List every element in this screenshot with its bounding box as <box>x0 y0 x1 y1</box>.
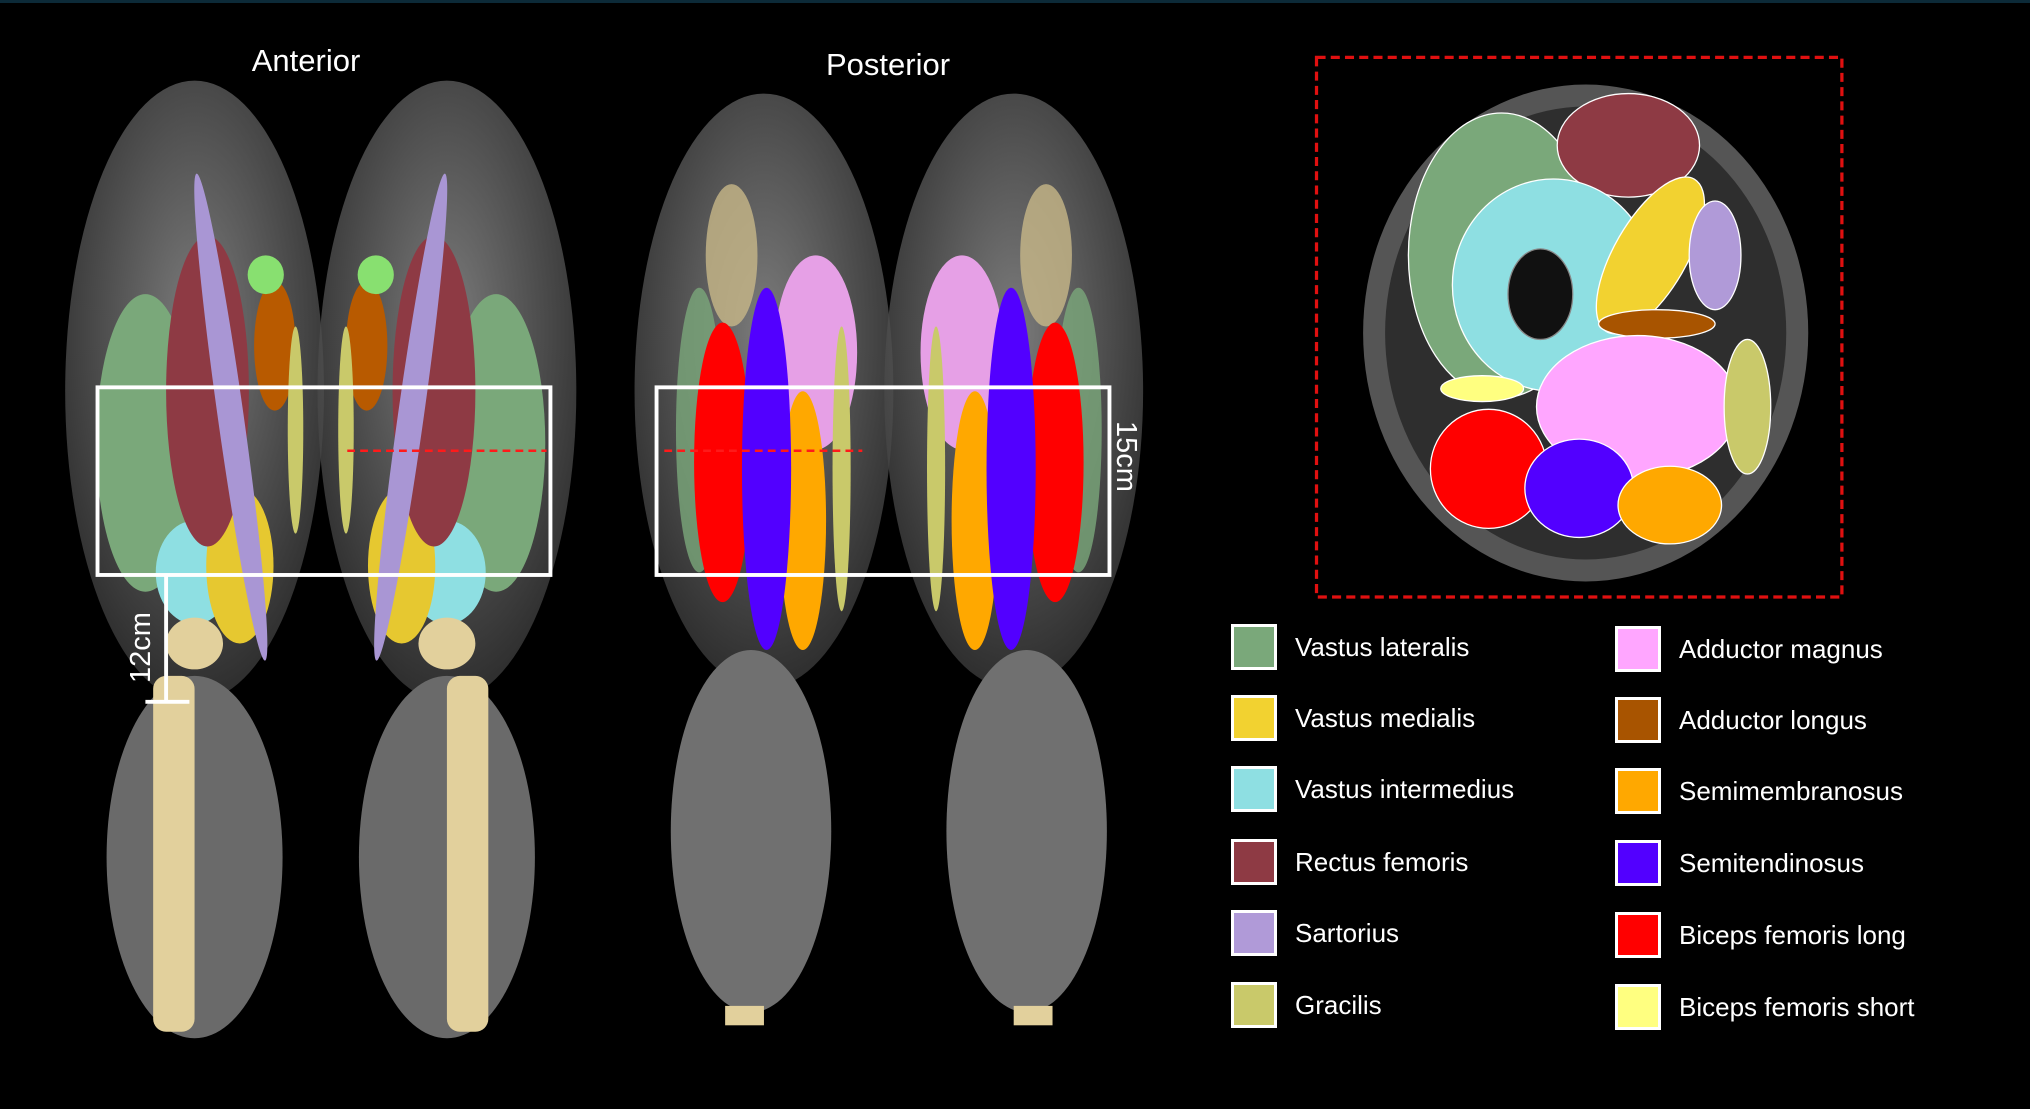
legend-swatch <box>1231 910 1277 956</box>
gracilis <box>1723 338 1772 475</box>
legend-item: Vastus medialis <box>1231 694 1475 742</box>
legend-swatch <box>1615 840 1661 886</box>
mri-cross-section <box>1363 84 1809 582</box>
legend-label: Vastus intermedius <box>1295 773 1515 804</box>
legend-item: Biceps femoris short <box>1615 983 1915 1031</box>
semimembranosus <box>1617 465 1723 545</box>
mri-slice-box <box>1314 55 1844 599</box>
roi-height-label: 15cm <box>1110 421 1142 492</box>
rectus-femoris <box>1556 92 1701 198</box>
legend-label: Adductor magnus <box>1679 633 1883 664</box>
legend-item: Adductor magnus <box>1615 625 1883 673</box>
legend-label: Biceps femoris long <box>1679 919 1906 950</box>
semitendinosus <box>1524 438 1635 539</box>
sartorius <box>1688 200 1742 311</box>
legend-item: Gracilis <box>1231 981 1382 1029</box>
anterior-roi-box <box>95 385 553 577</box>
legend-label: Semimembranosus <box>1679 775 1903 806</box>
legend-label: Semitendinosus <box>1679 847 1864 878</box>
legend-label: Rectus femoris <box>1295 846 1469 877</box>
legend-item: Sartorius <box>1231 909 1399 957</box>
legend-label: Adductor longus <box>1679 704 1867 735</box>
leg-illustration <box>65 55 1844 1039</box>
adductor-longus <box>1597 309 1716 339</box>
legend-swatch <box>1231 839 1277 885</box>
posterior-roi-box <box>654 385 1112 577</box>
legend-label: Biceps femoris short <box>1679 991 1915 1022</box>
legend-item: Semimembranosus <box>1615 767 1903 815</box>
legend-item: Vastus intermedius <box>1231 765 1514 813</box>
legend-swatch <box>1615 626 1661 672</box>
posterior-left-leg <box>634 93 894 1026</box>
legend-swatch <box>1231 982 1277 1028</box>
legend-item: Adductor longus <box>1615 696 1867 744</box>
legend-swatch <box>1615 768 1661 814</box>
legend-label: Sartorius <box>1295 917 1400 948</box>
legend-item: Semitendinosus <box>1615 839 1864 887</box>
legend-label: Vastus medialis <box>1295 702 1476 733</box>
anterior-right-leg <box>317 80 577 1039</box>
legend-item: Rectus femoris <box>1231 838 1468 886</box>
legend-swatch <box>1231 766 1277 812</box>
legend-swatch <box>1615 984 1661 1030</box>
anterior-left-leg <box>65 80 324 1039</box>
legend-swatch <box>1231 624 1277 670</box>
offset-label: 12cm <box>125 612 157 683</box>
legend-item: Biceps femoris long <box>1615 911 1906 959</box>
legend-swatch <box>1615 697 1661 743</box>
legend-item: Vastus lateralis <box>1231 623 1469 671</box>
biceps-femoris-short <box>1440 375 1525 403</box>
legend-swatch <box>1231 695 1277 741</box>
posterior-label: Posterior <box>825 47 951 82</box>
legend-swatch <box>1615 912 1661 958</box>
anterior-label: Anterior <box>251 43 361 78</box>
posterior-right-leg <box>884 93 1144 1026</box>
legend-label: Vastus lateralis <box>1295 631 1470 662</box>
legend-label: Gracilis <box>1295 989 1382 1020</box>
femur <box>1507 248 1574 341</box>
